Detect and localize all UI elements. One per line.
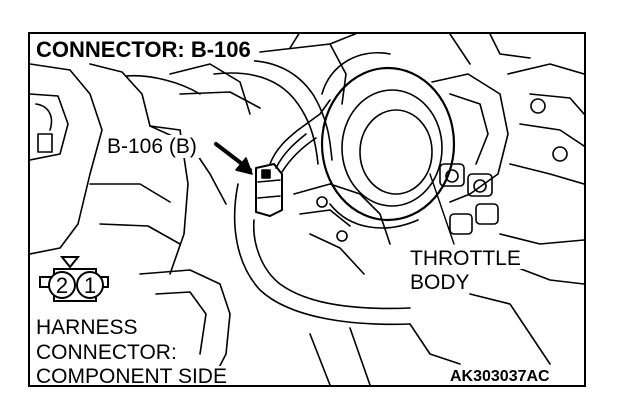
- harness-connector-symbol: 2 1: [39, 256, 109, 302]
- connector-pin-2: [48, 271, 76, 299]
- connector-title: CONNECTOR: B-106: [34, 38, 254, 63]
- engine-bay-drawing: [30, 34, 584, 385]
- connector-callout-label: B-106 (B): [104, 135, 200, 158]
- harness-label-line1: HARNESS: [34, 316, 140, 339]
- pin-label-2: 2: [56, 273, 68, 298]
- connector-key-icon: [59, 256, 81, 269]
- reference-code: AK303037AC: [448, 368, 552, 385]
- harness-label-line2: CONNECTOR:: [34, 341, 179, 364]
- pin-label-1: 1: [84, 273, 96, 298]
- throttle-label-line2: BODY: [408, 271, 472, 294]
- diagram-frame: CONNECTOR: B-106 B-106 (B) THROTTLE BODY…: [28, 32, 586, 387]
- harness-label-line3: COMPONENT SIDE: [34, 365, 229, 387]
- throttle-label-line1: THROTTLE: [408, 247, 523, 270]
- connector-pin-1: [76, 271, 104, 299]
